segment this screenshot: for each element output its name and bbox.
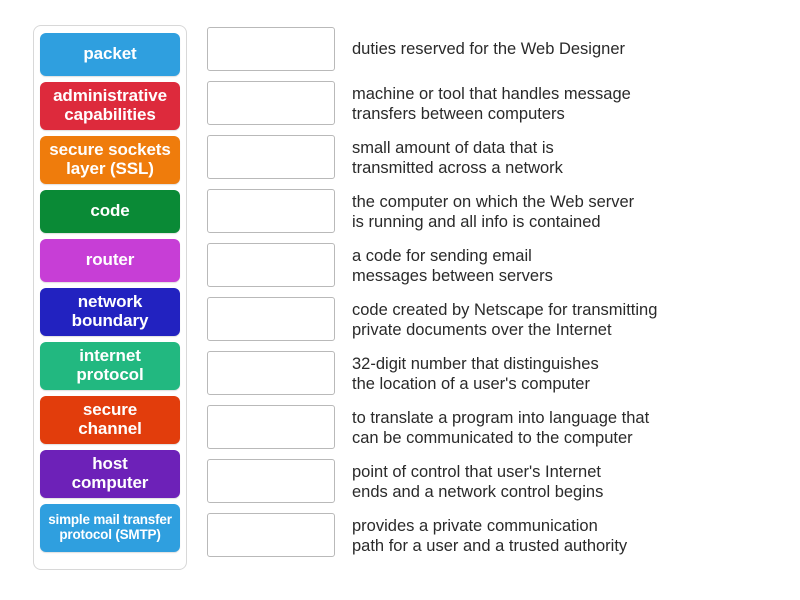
definition-text: code created by Netscape for transmittin… (352, 301, 658, 339)
term-tile[interactable]: packet (40, 33, 180, 76)
answer-row: point of control that user's Internet en… (207, 459, 777, 513)
term-tile[interactable]: code (40, 190, 180, 233)
answer-dropzone[interactable] (207, 81, 335, 125)
answer-row: to translate a program into language tha… (207, 405, 777, 459)
definition-text: 32-digit number that distinguishes the l… (352, 355, 599, 393)
term-tile[interactable]: secure sockets layer (SSL) (40, 136, 180, 184)
answer-row: 32-digit number that distinguishes the l… (207, 351, 777, 405)
answer-row: small amount of data that is transmitted… (207, 135, 777, 189)
answer-dropzone[interactable] (207, 27, 335, 71)
answer-row-list: duties reserved for the Web Designer mach… (207, 27, 777, 567)
term-tile[interactable]: administrative capabilities (40, 82, 180, 130)
answer-row: provides a private communication path fo… (207, 513, 777, 567)
answer-row: the computer on which the Web server is … (207, 189, 777, 243)
answer-dropzone[interactable] (207, 189, 335, 233)
definition-text: point of control that user's Internet en… (352, 463, 604, 501)
answer-row: a code for sending email messages betwee… (207, 243, 777, 297)
term-tile[interactable]: simple mail transfer protocol (SMTP) (40, 504, 180, 552)
definition-text: small amount of data that is transmitted… (352, 139, 563, 177)
answer-dropzone[interactable] (207, 351, 335, 395)
answer-dropzone[interactable] (207, 297, 335, 341)
definition-text: a code for sending email messages betwee… (352, 247, 553, 285)
answer-dropzone[interactable] (207, 513, 335, 557)
definition-text: to translate a program into language tha… (352, 409, 650, 447)
definition-text: machine or tool that handles message tra… (352, 85, 631, 123)
definition-text: duties reserved for the Web Designer (352, 40, 625, 58)
term-tile[interactable]: router (40, 239, 180, 282)
answer-row: machine or tool that handles message tra… (207, 81, 777, 135)
answer-dropzone[interactable] (207, 405, 335, 449)
term-tile-panel: packet administrative capabilities secure … (33, 25, 187, 570)
answer-dropzone[interactable] (207, 135, 335, 179)
term-tile[interactable]: host computer (40, 450, 180, 498)
answer-dropzone[interactable] (207, 243, 335, 287)
term-tile[interactable]: network boundary (40, 288, 180, 336)
term-tile[interactable]: internet protocol (40, 342, 180, 390)
definition-text: provides a private communication path fo… (352, 517, 628, 555)
answer-row: code created by Netscape for transmittin… (207, 297, 777, 351)
definition-text: the computer on which the Web server is … (352, 193, 635, 231)
answer-dropzone[interactable] (207, 459, 335, 503)
term-tile[interactable]: secure channel (40, 396, 180, 444)
answer-row: duties reserved for the Web Designer (207, 27, 777, 81)
